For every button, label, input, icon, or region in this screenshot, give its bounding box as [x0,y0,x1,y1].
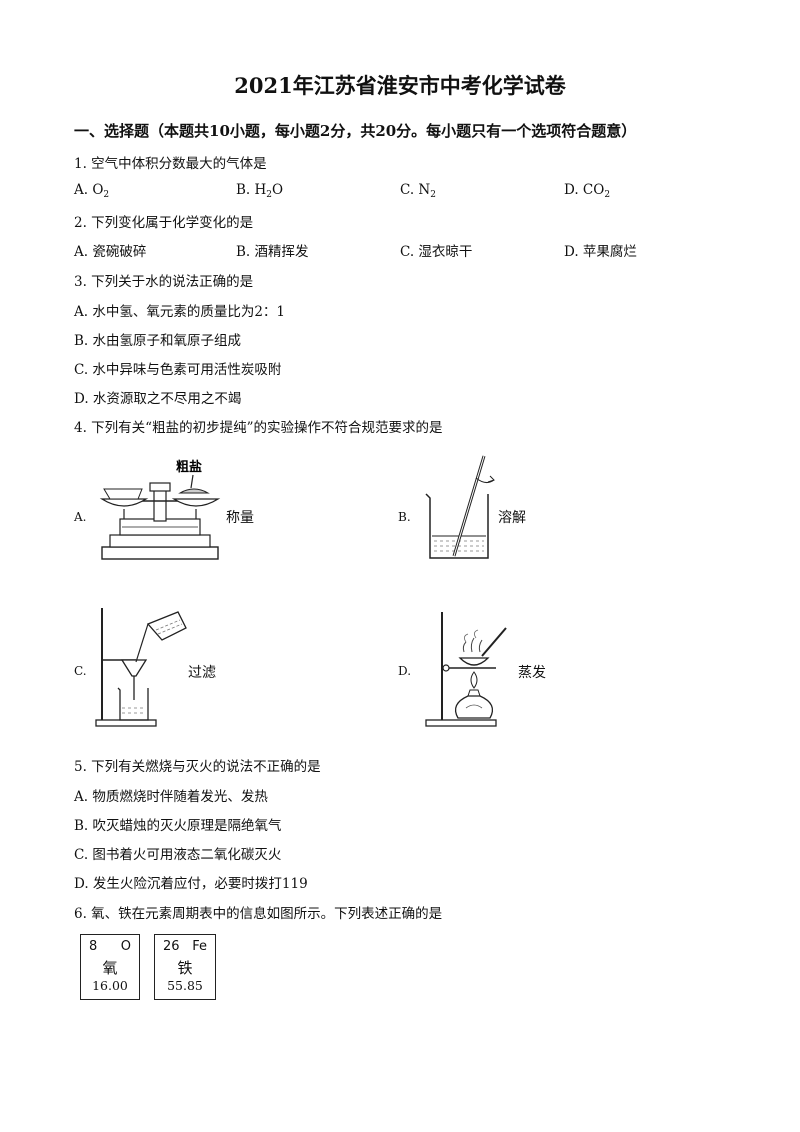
crude-salt-label: 粗盐 [176,459,202,475]
q5-option-a[interactable]: A. 物质燃烧时伴随着发光、发热 [74,789,268,805]
q2-option-c[interactable]: C. 湿衣晾干 [400,244,473,260]
oxygen-atomic-mass: 16.00 [92,978,128,993]
q4-figure-a-caption: 称量 [226,510,254,526]
question-2-stem: 2. 下列变化属于化学变化的是 [74,215,254,231]
oxygen-name: 氧 [102,959,118,977]
element-cell-iron: 26 Fe 铁 55.85 [154,934,216,1000]
iron-symbol: Fe [192,939,207,954]
q4-figure-c-letter: C. [74,664,87,678]
q4-figure-d-caption: 蒸发 [518,665,546,681]
filtration-illustration[interactable] [92,604,188,728]
q2-option-d[interactable]: D. 苹果腐烂 [564,244,637,260]
question-1-stem: 1. 空气中体积分数最大的气体是 [74,156,267,172]
question-6-stem: 6. 氧、铁在元素周期表中的信息如图所示。下列表述正确的是 [74,906,443,922]
balance-scale-illustration[interactable]: 粗盐 [96,455,226,565]
section-heading: 一、选择题（本题共10小题，每小题2分，共20分。每小题只有一个选项符合题意） [74,122,637,140]
q4-figure-a-letter: A. [74,510,87,524]
question-5-stem: 5. 下列有关燃烧与灭火的说法不正确的是 [74,759,321,775]
oxygen-symbol: O [120,939,131,954]
q4-figure-b-caption: 溶解 [498,510,526,526]
q1-option-a[interactable]: A. O2 [74,182,110,200]
q1-option-b[interactable]: B. H2O [236,182,284,200]
q3-option-c[interactable]: C. 水中异味与色素可用活性炭吸附 [74,362,282,378]
question-3-stem: 3. 下列关于水的说法正确的是 [74,274,254,290]
question-4-stem: 4. 下列有关“粗盐的初步提纯”的实验操作不符合规范要求的是 [74,420,443,436]
q4-figure-c-caption: 过滤 [188,665,216,681]
q1-option-c[interactable]: C. N2 [400,182,436,200]
q3-option-d[interactable]: D. 水资源取之不尽用之不竭 [74,391,242,407]
q3-option-b[interactable]: B. 水由氢原子和氧原子组成 [74,333,242,349]
element-cell-oxygen: 8 O 氧 16.00 [80,934,140,1000]
q3-option-a[interactable]: A. 水中氢、氧元素的质量比为2：1 [74,304,286,320]
page-title: 2021年江苏省淮安市中考化学试卷 [234,73,566,98]
evaporation-illustration[interactable] [422,608,518,728]
oxygen-atomic-number: 8 [89,939,98,954]
q4-figure-d-letter: D. [398,664,412,678]
q5-option-b[interactable]: B. 吹灭蜡烛的灭火原理是隔绝氧气 [74,818,282,834]
q5-option-d[interactable]: D. 发生火险沉着应付，必要时拨打119 [74,876,308,892]
beaker-stirring-illustration[interactable] [418,452,498,564]
iron-name: 铁 [177,959,193,977]
iron-atomic-number: 26 [163,939,180,954]
q2-option-a[interactable]: A. 瓷碗破碎 [74,244,147,260]
q1-option-d[interactable]: D. CO2 [564,182,611,200]
q5-option-c[interactable]: C. 图书着火可用液态二氧化碳灭火 [74,847,282,863]
iron-atomic-mass: 55.85 [167,978,203,993]
q4-figure-b-letter: B. [398,510,411,524]
q2-option-b[interactable]: B. 酒精挥发 [236,244,309,260]
